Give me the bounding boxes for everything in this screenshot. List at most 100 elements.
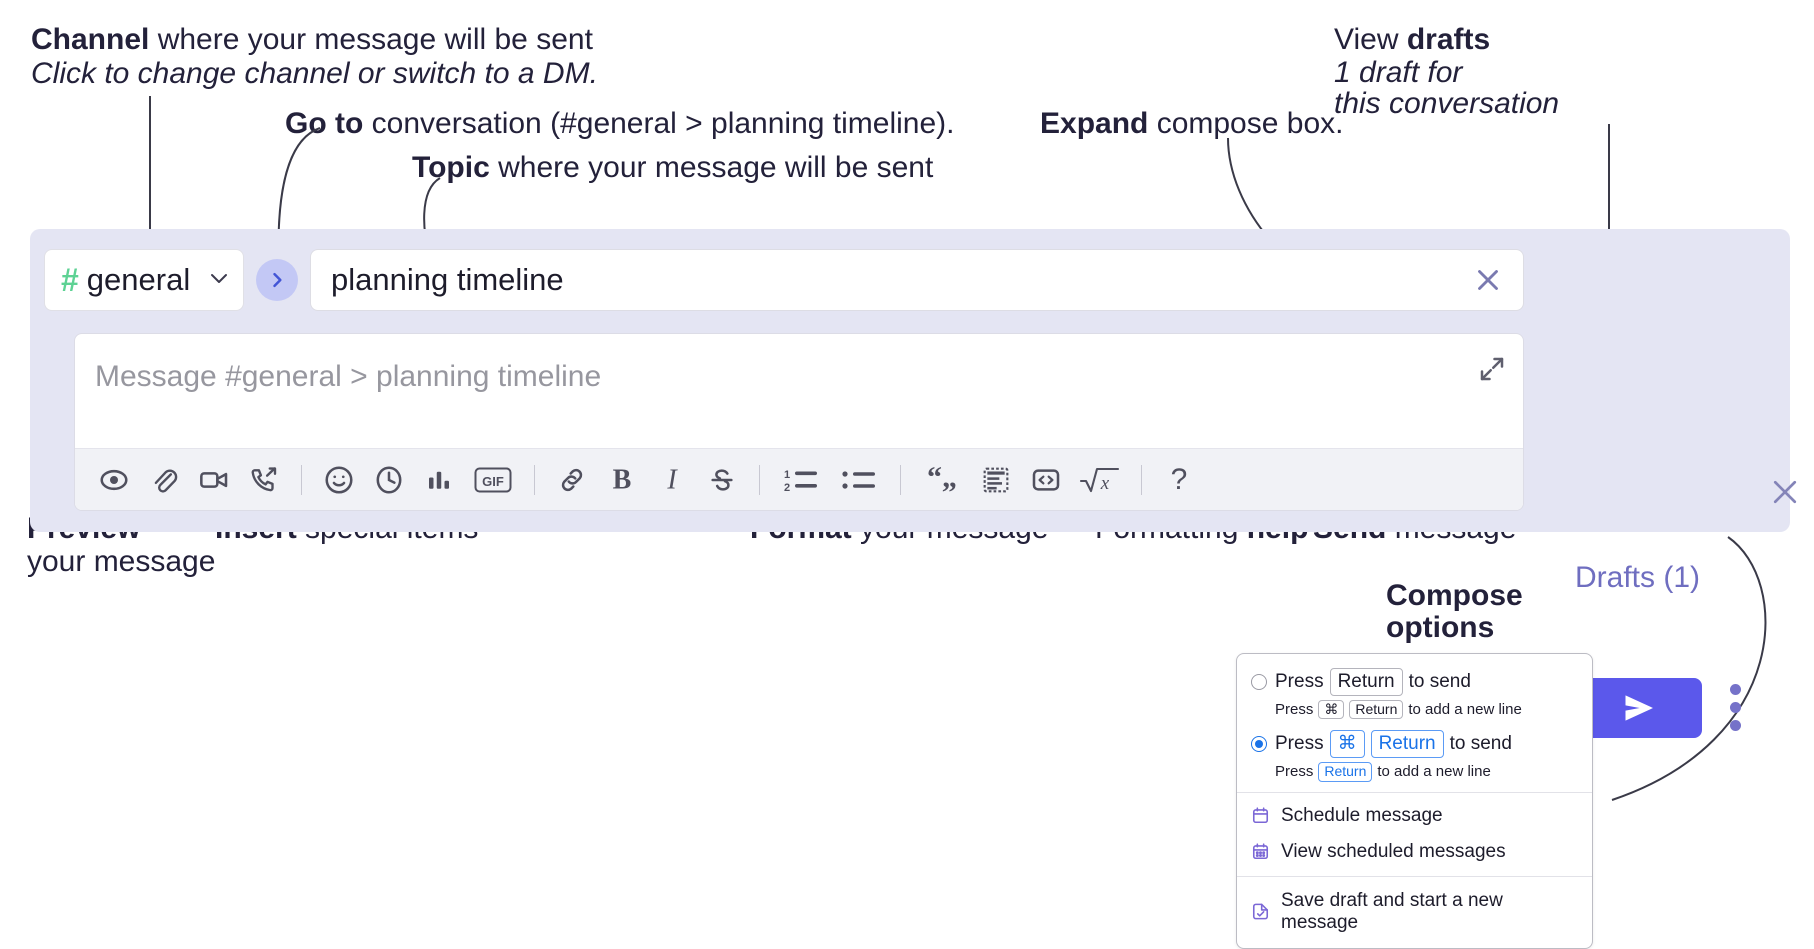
math-icon[interactable]: x <box>1071 455 1129 505</box>
gif-icon[interactable]: GIF <box>464 455 522 505</box>
help-question-mark: ? <box>1170 462 1188 496</box>
menu-item-label: Schedule message <box>1281 804 1443 826</box>
topic-value: planning timeline <box>331 262 564 297</box>
annotation-expand: Expand compose box. <box>1040 106 1343 143</box>
option2-sub-key-return: Return <box>1318 762 1373 782</box>
toolbar-separator <box>900 464 901 495</box>
topic-input[interactable]: planning timeline <box>310 249 1524 311</box>
menu-item-label: View scheduled messages <box>1281 840 1506 862</box>
option1-key-return: Return <box>1329 668 1403 696</box>
code-block-icon[interactable] <box>971 455 1021 505</box>
option1-tail: to send <box>1408 670 1471 692</box>
annotation-topic-rest: where your message will be sent <box>489 151 934 184</box>
message-input[interactable]: Message #general > planning timeline <box>95 360 602 393</box>
option1-sub-tail: to add a new line <box>1408 701 1522 718</box>
annotation-preview-sub: your message <box>27 544 215 581</box>
kebab-dot <box>1730 720 1741 731</box>
expand-icon[interactable] <box>1477 354 1507 389</box>
link-icon[interactable] <box>547 455 597 505</box>
option2-key-return: Return <box>1370 730 1444 758</box>
annotation-drafts-pre: View <box>1334 23 1407 56</box>
save-draft-icon <box>1251 902 1270 921</box>
annotation-goto-bold: Go to <box>285 107 364 140</box>
option-cmd-return-to-send[interactable]: Press ⌘ Return to send Press Return to a… <box>1237 728 1592 782</box>
svg-text:“„: “„ <box>927 464 957 494</box>
schedule-section: Schedule message View scheduled messages <box>1237 793 1592 877</box>
annotation-topic-bold: Topic <box>412 151 490 184</box>
compose-options-button[interactable] <box>1730 684 1741 731</box>
compose-options-menu: Press Return to send Press ⌘ Return to a… <box>1236 653 1593 949</box>
option-return-to-send[interactable]: Press Return to send Press ⌘ Return to a… <box>1237 666 1592 720</box>
radio-selected-icon[interactable] <box>1251 736 1267 753</box>
toolbar-separator <box>759 464 760 495</box>
poll-icon[interactable] <box>414 455 464 505</box>
option2-sub-tail: to add a new line <box>1377 763 1491 781</box>
annotation-drafts-sub2-text: this conversation <box>1334 87 1560 120</box>
annotation-drafts-sub1: 1 draft for <box>1334 55 1462 92</box>
annotation-goto: Go to conversation (#general > planning … <box>285 106 955 143</box>
annotation-compose-options-bold2: options <box>1386 611 1495 644</box>
annotation-drafts-sub1-text: 1 draft for <box>1334 56 1463 89</box>
send-shortcut-options: Press Return to send Press ⌘ Return to a… <box>1237 658 1592 793</box>
channel-selector[interactable]: # general <box>44 249 244 311</box>
message-composer: # general planning timeline Message #gen… <box>30 229 1797 738</box>
kebab-dot <box>1730 702 1741 713</box>
annotation-goto-rest: conversation (#general > planning timeli… <box>363 107 955 140</box>
radio-unselected-icon[interactable] <box>1251 673 1267 690</box>
calendar-grid-icon <box>1251 842 1270 861</box>
chevron-down-icon <box>207 266 231 295</box>
composer-header-row: # general planning timeline <box>44 243 1524 317</box>
annotation-compose-options-1: Compose <box>1386 578 1523 615</box>
annotation-preview-sub-text: your message <box>27 545 216 578</box>
bulleted-list-icon[interactable] <box>830 455 888 505</box>
option2-sub-press: Press <box>1275 763 1314 781</box>
drafts-link[interactable]: Drafts (1) <box>1575 561 1701 594</box>
toolbar-separator <box>1141 464 1142 495</box>
menu-item-save-draft[interactable]: Save draft and start a new message <box>1237 883 1592 941</box>
goto-conversation-button[interactable] <box>256 259 298 301</box>
ordered-list-icon[interactable]: 1 2 <box>772 455 830 505</box>
send-button[interactable] <box>1574 678 1702 738</box>
bold-icon[interactable]: B <box>597 455 647 505</box>
code-icon[interactable] <box>1021 455 1071 505</box>
audio-call-icon[interactable] <box>239 455 289 505</box>
svg-text:I: I <box>666 464 678 495</box>
annotation-compose-options-bold1: Compose <box>1386 579 1523 612</box>
svg-text:x: x <box>1100 473 1110 494</box>
calendar-icon <box>1251 806 1270 825</box>
annotation-expand-bold: Expand <box>1040 107 1149 140</box>
clock-icon[interactable] <box>364 455 414 505</box>
attachment-icon[interactable] <box>139 455 189 505</box>
option1-press: Press <box>1275 670 1324 692</box>
annotation-channel-rest: where your message will be sent <box>149 23 593 56</box>
preview-icon[interactable] <box>89 455 139 505</box>
menu-item-schedule-message[interactable]: Schedule message <box>1237 798 1592 834</box>
menu-item-view-scheduled-messages[interactable]: View scheduled messages <box>1237 834 1592 870</box>
annotation-channel: Channel where your message will be sent <box>31 22 593 59</box>
svg-text:B: B <box>613 464 632 495</box>
svg-text:1: 1 <box>784 469 790 481</box>
annotation-drafts-bold: drafts <box>1406 23 1491 56</box>
video-icon[interactable] <box>189 455 239 505</box>
chevron-right-icon <box>273 272 282 288</box>
draft-section: Save draft and start a new message <box>1237 877 1592 948</box>
close-composer-icon[interactable] <box>1767 474 1803 515</box>
option2-press: Press <box>1275 733 1324 755</box>
italic-icon[interactable]: I <box>647 455 697 505</box>
hash-icon: # <box>61 262 79 298</box>
help-icon[interactable]: ? <box>1154 455 1204 505</box>
formatting-toolbar: GIF B I 1 2 <box>75 448 1523 510</box>
annotation-channel-bold: Channel <box>31 23 150 56</box>
annotation-compose-options-2: options <box>1386 610 1494 647</box>
topic-clear-icon[interactable] <box>1471 263 1505 297</box>
channel-name: general <box>86 262 191 297</box>
annotation-channel-sub-text: Click to change channel or switch to a D… <box>31 57 598 90</box>
kebab-dot <box>1730 684 1741 695</box>
option1-sub-key-cmd: ⌘ <box>1318 699 1345 720</box>
strikethrough-icon[interactable] <box>697 455 747 505</box>
annotation-topic: Topic where your message will be sent <box>412 150 933 187</box>
emoji-icon[interactable] <box>314 455 364 505</box>
svg-text:2: 2 <box>784 482 790 494</box>
blockquote-icon[interactable]: “„ <box>913 455 971 505</box>
annotation-expand-rest: compose box. <box>1148 107 1344 140</box>
